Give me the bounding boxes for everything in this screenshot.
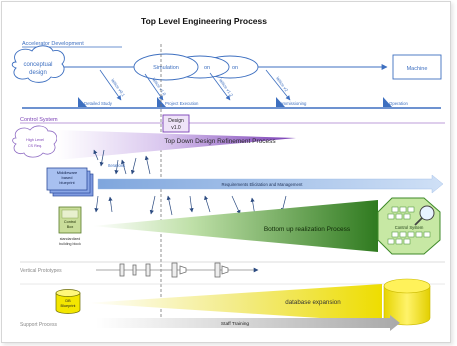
phase-flag-1 [157,97,166,107]
magnifier-icon [419,205,435,221]
iteration-zigzag-arrows [93,149,287,217]
standardized-label-2: building block [59,242,81,246]
middleware-label-3: blueprint [59,180,75,185]
design-label-2: v1.0 [171,125,181,131]
database-expansion-wedge [86,284,382,322]
db-label-2: Blueprint [61,304,77,308]
machine-box: Machine [392,54,442,80]
iterations-label: Iterations [108,163,125,168]
page-title: Top Level Engineering Process [141,16,267,26]
control-box-label-1: Control [64,220,76,224]
phase-label-2: Commissioning [277,101,307,106]
lane-label-accelerator: Accelerator Development [22,41,84,47]
control-box-label-2: Box [67,225,74,229]
simulation-ellipses: Simulation on on [133,53,259,81]
control-box: Control Box standardized building block [58,206,82,246]
bottom-up-label: Bottom up realization Process [264,226,351,233]
phase-flag-3 [383,97,392,107]
phase-label-0: Detailed Study [84,101,113,106]
standardized-label-1: standardized [60,237,81,241]
cs-cloud-label-1: High Level [26,138,44,142]
simulation-fragment-1: on [204,65,210,71]
database-expansion-label: database expansion [285,299,341,306]
middleware-label-2: based [62,175,73,180]
lane-label-support: Support Process [20,322,57,328]
lane-label-vertical: Vertical Prototypes [20,268,62,274]
phase-flag-2 [276,97,285,107]
requirements-arrow [97,174,444,194]
db-label-1: DB [65,299,71,303]
conceptual-design-label-2: design [29,70,47,76]
database-cylinder [383,278,431,326]
phase-flag-0 [78,97,87,107]
cs-cloud-label-2: CS Req. [28,144,42,148]
bottom-up-wedge [92,200,378,252]
cs-requirements-cloud: High Level CS Req. [12,125,58,158]
middleware-label-1: Middleware [57,170,78,175]
design-label-1: Design [168,118,184,124]
phase-timeline: Detailed Study Project Execution Commiss… [22,97,441,109]
lane-label-control: Control System [20,117,58,123]
db-blueprint-cylinder: DB Blueprint [55,289,81,314]
requirements-label: Requirements Elicitation and Management [222,182,304,187]
simulation-label: Simulation [153,65,179,71]
conceptual-design-label-1: conceptual [23,62,52,68]
staff-training-arrow [96,315,400,331]
phase-label-3: Operation [389,101,408,106]
control-system-node: Control System [377,197,441,255]
design-version-box: Design v1.0 [162,114,190,133]
phase-label-1: Project Execution [165,101,199,106]
top-down-wedge [57,130,296,160]
control-system-label: Control System [395,225,424,230]
simulation-fragment-2: on [232,65,238,71]
machine-label: Machine [407,66,428,72]
staff-training-label: Staff Training [221,321,250,327]
prototype-markers [119,262,229,278]
top-down-label: Top Down Design Refinement Process [164,138,276,145]
middleware-blueprint: Middleware based blueprint [46,167,94,197]
conceptual-design-cloud: conceptual design [11,45,65,83]
